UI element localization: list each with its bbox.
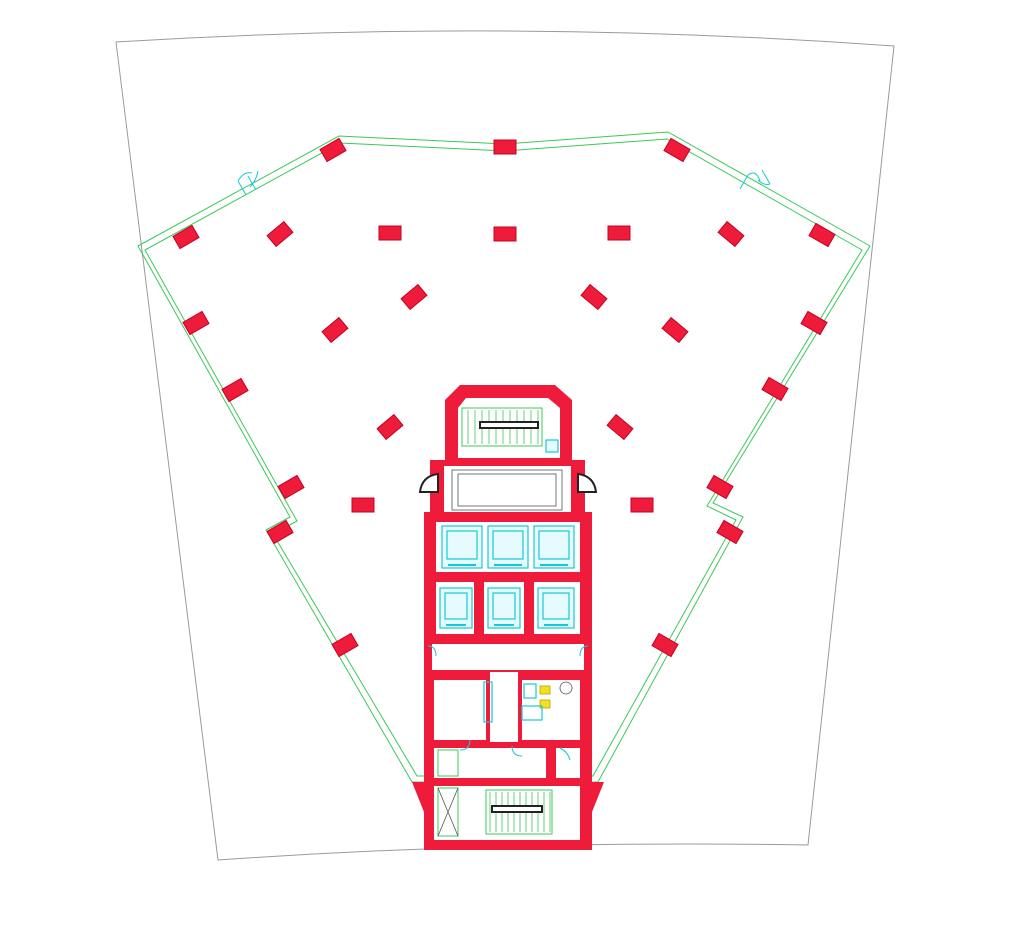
structural-column (580, 283, 608, 311)
elevator (441, 525, 483, 569)
structural-column (607, 225, 631, 241)
toilet-fixture (559, 681, 573, 695)
stair-bottom (485, 789, 553, 835)
structural-column (378, 225, 402, 241)
elevator (537, 587, 575, 629)
structural-column (182, 310, 210, 336)
structural-column (651, 632, 679, 658)
elevator (439, 587, 473, 629)
structural-column (266, 519, 294, 545)
structural-column (376, 413, 404, 441)
structural-column (706, 474, 734, 500)
structural-column (172, 224, 200, 250)
sink-fixture (539, 685, 551, 695)
core-doors (427, 645, 589, 761)
structural-column (808, 222, 836, 248)
envelope-door-left (237, 170, 259, 196)
structural-column (716, 519, 744, 545)
structural-column (321, 316, 349, 344)
structural-column (663, 137, 691, 163)
structural-column (761, 376, 789, 402)
structural-column (606, 413, 634, 441)
envelope-doors (237, 169, 771, 196)
structural-column (493, 226, 517, 242)
structural-column (331, 632, 359, 658)
core-side-doors (418, 472, 598, 493)
envelope-door-right (739, 169, 771, 190)
sheet-border (115, 30, 895, 861)
structural-column (630, 497, 654, 513)
utility-shaft (437, 749, 459, 837)
elevator-bank (439, 525, 575, 629)
structural-column (277, 474, 305, 500)
structural-column (400, 283, 428, 311)
structural-column (319, 137, 347, 163)
structural-column (351, 497, 375, 513)
structural-column (221, 377, 249, 403)
elevator (487, 525, 529, 569)
structural-column (717, 220, 745, 248)
stair-top (461, 407, 559, 453)
structural-column (493, 139, 517, 155)
structural-column (266, 220, 294, 248)
structural-column (661, 316, 689, 344)
structural-columns (172, 137, 836, 658)
core-shaft (451, 469, 563, 511)
structural-column (800, 310, 828, 336)
stair-top-handrail (479, 421, 539, 429)
restroom-fixtures (483, 681, 573, 723)
stair-bottom-handrail (491, 805, 543, 813)
elevator (533, 525, 575, 569)
elevator (487, 587, 521, 629)
